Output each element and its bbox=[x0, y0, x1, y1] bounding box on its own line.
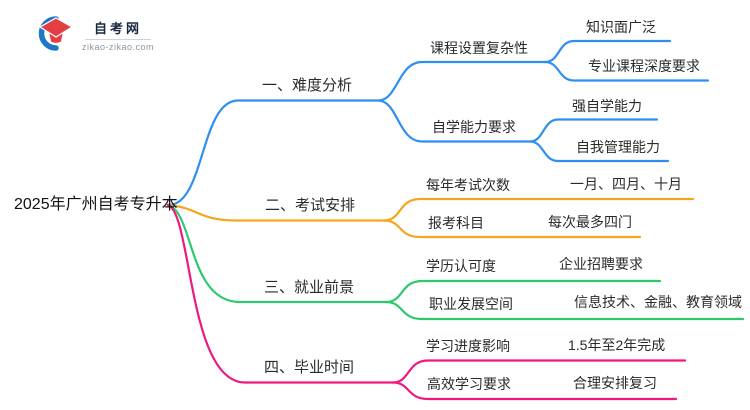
branch-graduation-lines bbox=[166, 203, 687, 401]
node-exam-frequency: 每年考试次数 bbox=[426, 177, 510, 193]
node-efficient-study: 高效学习要求 bbox=[427, 376, 511, 392]
root-node: 2025年广州自考专升本 bbox=[14, 196, 178, 213]
node-exam-subjects: 报考科目 bbox=[428, 215, 484, 231]
leaf-hiring-requirement: 企业招聘要求 bbox=[559, 256, 643, 272]
node-selfstudy-ability: 自学能力要求 bbox=[432, 119, 516, 135]
node-degree-recognition: 学历认可度 bbox=[426, 258, 496, 274]
site-name: 自考网 bbox=[94, 21, 143, 36]
site-domain: zikao-zikao.com bbox=[82, 42, 155, 52]
logo-swoosh bbox=[38, 16, 59, 51]
leaf-industry-fields: 信息技术、金融、教育领域 bbox=[574, 294, 742, 310]
cap-board bbox=[38, 17, 74, 38]
branch-difficulty: 一、难度分析 bbox=[262, 77, 353, 94]
leaf-review-planning: 合理安排复习 bbox=[573, 375, 657, 391]
graduation-cap-icon bbox=[38, 16, 74, 51]
leaf-max-four-subjects: 每次最多四门 bbox=[548, 214, 632, 230]
leaf-broad-knowledge: 知识面广泛 bbox=[586, 19, 656, 35]
logo-divider bbox=[85, 39, 152, 40]
branch-difficulty-lines bbox=[166, 39, 710, 207]
branch-exam-lines bbox=[166, 197, 695, 239]
leaf-self-management: 自我管理能力 bbox=[576, 139, 660, 155]
branch-career-lines bbox=[166, 203, 745, 321]
site-logo: 自考网 zikao-zikao.com bbox=[28, 14, 154, 54]
leaf-strong-selfstudy: 强自学能力 bbox=[572, 98, 642, 114]
branch-career: 三、就业前景 bbox=[264, 279, 355, 296]
leaf-course-depth: 专业课程深度要求 bbox=[588, 58, 700, 74]
node-career-space: 职业发展空间 bbox=[429, 296, 513, 312]
branch-graduation-time: 四、毕业时间 bbox=[264, 359, 355, 376]
leaf-exam-months: 一月、四月、十月 bbox=[570, 176, 682, 192]
leaf-completion-time: 1.5年至2年完成 bbox=[568, 337, 666, 353]
branch-exam-schedule: 二、考试安排 bbox=[265, 197, 356, 214]
node-course-complexity: 课程设置复杂性 bbox=[430, 40, 528, 56]
node-progress-impact: 学习进度影响 bbox=[426, 338, 510, 354]
